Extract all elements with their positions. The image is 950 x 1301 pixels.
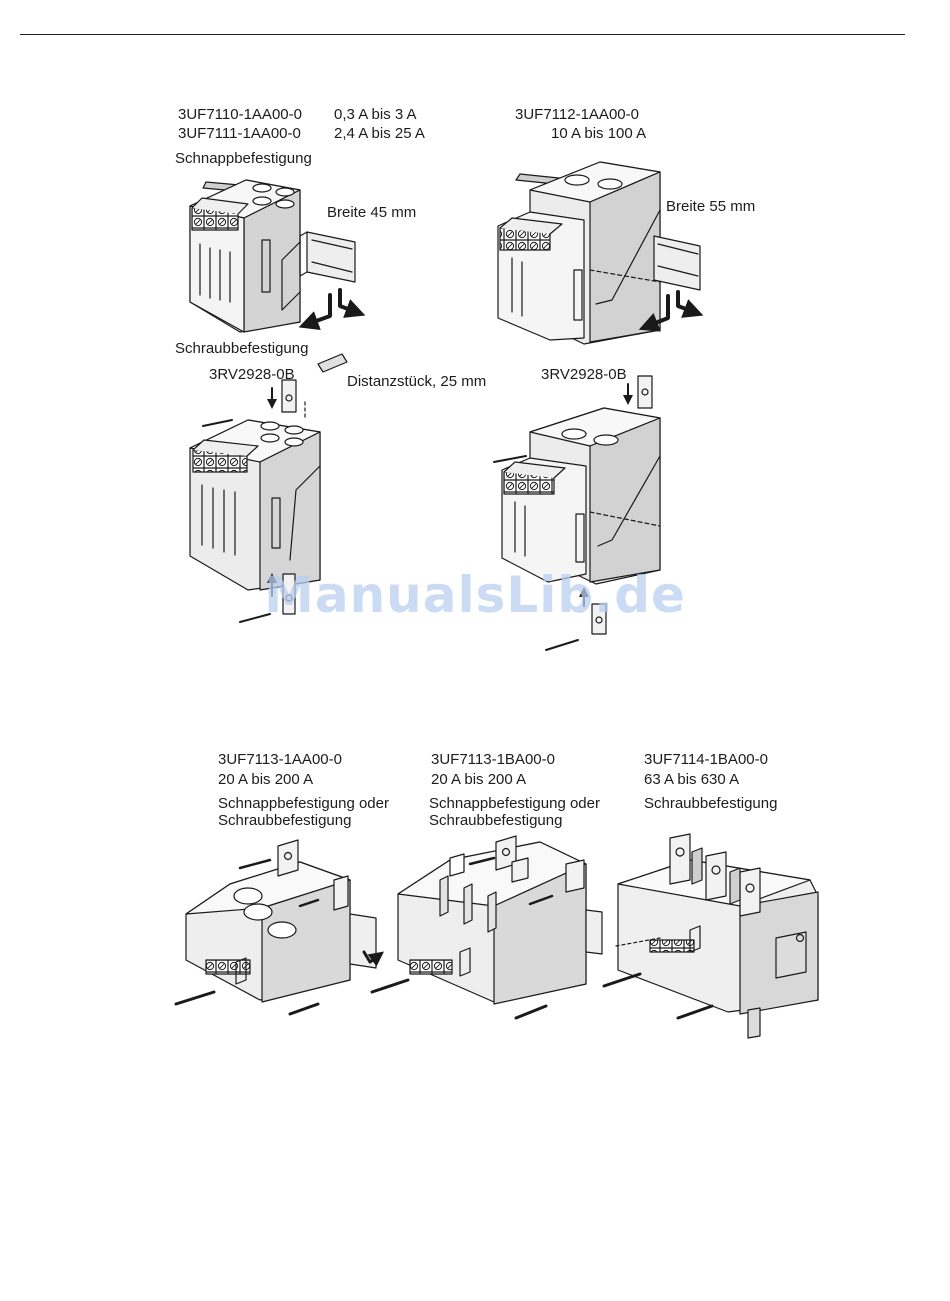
- mount-3uf7113-1ba-line1: Schnappbefestigung oder: [429, 795, 600, 812]
- range-3uf7114: 63 A bis 630 A: [644, 771, 740, 788]
- range-3uf7110: 0,3 A bis 3 A: [334, 106, 417, 123]
- range-3uf7112: 10 A bis 100 A: [551, 125, 647, 142]
- screw-mount-label: Schraubbefestigung: [175, 340, 309, 357]
- width-45-label: Breite 45 mm: [327, 204, 417, 221]
- device-55mm-screw: [493, 375, 661, 651]
- device-55mm-snap: [497, 161, 704, 345]
- model-3uf7111: 3UF7111-1AA00-0: [178, 125, 301, 142]
- device-45mm-snap: [189, 179, 366, 333]
- model-3uf7113-1ba: 3UF7113-1BA00-0: [431, 751, 555, 768]
- device-3uf7114-1ba: [602, 833, 819, 1039]
- accessory-label-left: 3RV2928-0B: [209, 366, 295, 383]
- mount-3uf7114: Schraubbefestigung: [644, 795, 778, 812]
- range-3uf7113-1ba: 20 A bis 200 A: [431, 771, 527, 788]
- snap-mount-label: Schnappbefestigung: [175, 150, 312, 167]
- model-3uf7113-1aa: 3UF7113-1AA00-0: [218, 751, 342, 768]
- width-55-label: Breite 55 mm: [666, 198, 756, 215]
- mount-3uf7113-1aa-line1: Schnappbefestigung oder: [218, 795, 389, 812]
- range-3uf7113-1aa: 20 A bis 200 A: [218, 771, 314, 788]
- device-45mm-screw: [189, 353, 348, 623]
- model-3uf7112: 3UF7112-1AA00-0: [515, 106, 639, 123]
- model-3uf7110: 3UF7110-1AA00-0: [178, 106, 302, 123]
- mount-3uf7113-1ba-line2: Schraubbefestigung: [429, 812, 563, 829]
- range-3uf7111: 2,4 A bis 25 A: [334, 125, 425, 142]
- mount-3uf7113-1aa-line2: Schraubbefestigung: [218, 812, 352, 829]
- device-3uf7113-1aa: [174, 839, 384, 1016]
- spacer-label: Distanzstück, 25 mm: [347, 373, 487, 390]
- model-3uf7114: 3UF7114-1BA00-0: [644, 751, 768, 768]
- header-rule: [20, 34, 905, 35]
- accessory-label-right: 3RV2928-0B: [541, 366, 627, 383]
- device-3uf7113-1ba: [370, 835, 603, 1020]
